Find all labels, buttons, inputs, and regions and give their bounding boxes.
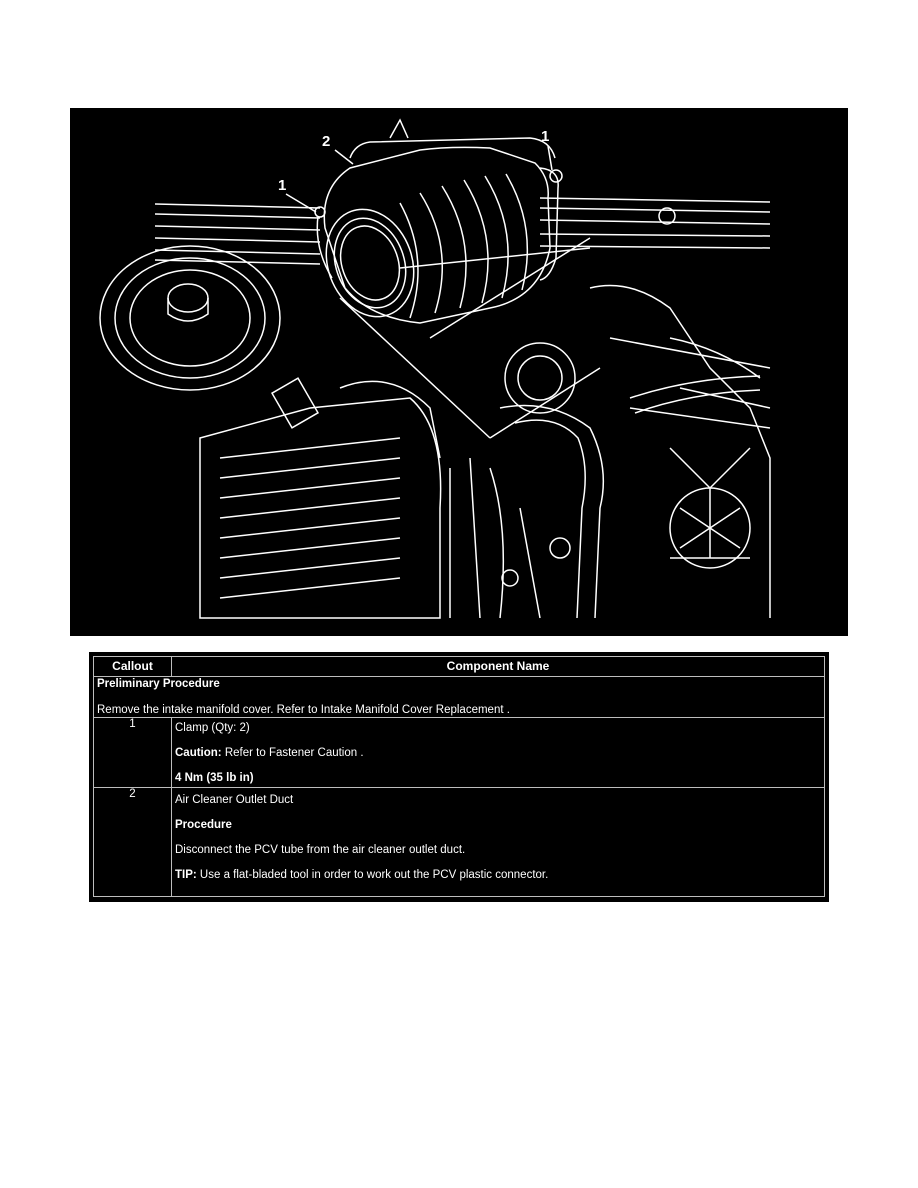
engine-illustration: 2 1 1 bbox=[70, 108, 848, 636]
table-row: 2 Air Cleaner Outlet Duct Procedure Disc… bbox=[93, 787, 825, 897]
component-name: Air Cleaner Outlet Duct bbox=[175, 794, 294, 806]
callout-label-1-right: 1 bbox=[541, 128, 549, 145]
callout-label-1-left: 1 bbox=[278, 177, 286, 194]
tip-note: TIP: Use a flat-bladed tool in order to … bbox=[175, 868, 821, 882]
callout-number: 1 bbox=[93, 717, 172, 788]
preliminary-procedure-row: Preliminary Procedure Remove the intake … bbox=[93, 676, 825, 718]
component-table-frame: Callout Component Name Preliminary Proce… bbox=[89, 652, 829, 902]
component-name: Clamp (Qty: 2) bbox=[175, 722, 250, 734]
torque-spec: 4 Nm (35 lb in) bbox=[175, 771, 821, 785]
air-cleaner-duct-drawing: 2 1 1 bbox=[99, 118, 771, 619]
tip-label: TIP: bbox=[175, 869, 197, 881]
preliminary-procedure-text: Remove the intake manifold cover. Refer … bbox=[97, 704, 510, 716]
preliminary-procedure-title: Preliminary Procedure bbox=[97, 678, 220, 690]
procedure-heading: Procedure bbox=[175, 818, 821, 832]
caution-label: Caution: bbox=[175, 747, 222, 759]
callout-number: 2 bbox=[93, 787, 172, 897]
caution-note: Caution: Refer to Fastener Caution . bbox=[175, 746, 821, 760]
header-callout: Callout bbox=[93, 656, 172, 677]
torque-value: 4 Nm (35 lb in) bbox=[175, 772, 254, 784]
procedure-text: Disconnect the PCV tube from the air cle… bbox=[175, 844, 466, 856]
tip-text: Use a flat-bladed tool in order to work … bbox=[196, 869, 549, 881]
callout-label-2: 2 bbox=[322, 133, 330, 150]
table-row: 1 Clamp (Qty: 2) Caution: Refer to Faste… bbox=[93, 717, 825, 788]
table-header-row: Callout Component Name bbox=[93, 656, 825, 677]
caution-text: Refer to Fastener Caution . bbox=[221, 747, 364, 759]
header-component-name: Component Name bbox=[171, 656, 825, 677]
component-table: Callout Component Name Preliminary Proce… bbox=[93, 656, 825, 897]
procedure-label: Procedure bbox=[175, 819, 232, 831]
